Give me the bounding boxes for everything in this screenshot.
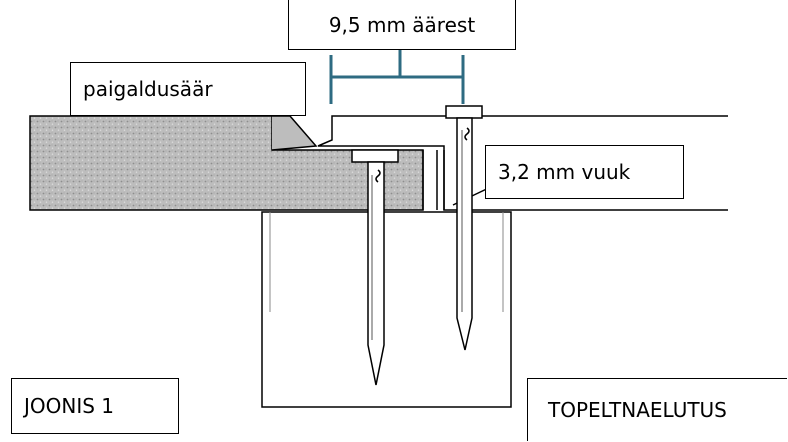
installation-edge xyxy=(271,115,318,151)
dimension-bracket xyxy=(329,50,465,104)
figure-label: JOONIS 1 xyxy=(11,378,179,434)
joist xyxy=(261,211,512,408)
diagram-title: TOPELTNAELUTUS xyxy=(527,378,787,441)
nail-left xyxy=(351,149,399,386)
gap-label: 3,2 mm vuuk xyxy=(485,145,684,199)
installation-edge-label: paigaldusäär xyxy=(70,62,306,116)
nail-right xyxy=(445,105,483,351)
distance-label: 9,5 mm äärest xyxy=(288,0,516,50)
